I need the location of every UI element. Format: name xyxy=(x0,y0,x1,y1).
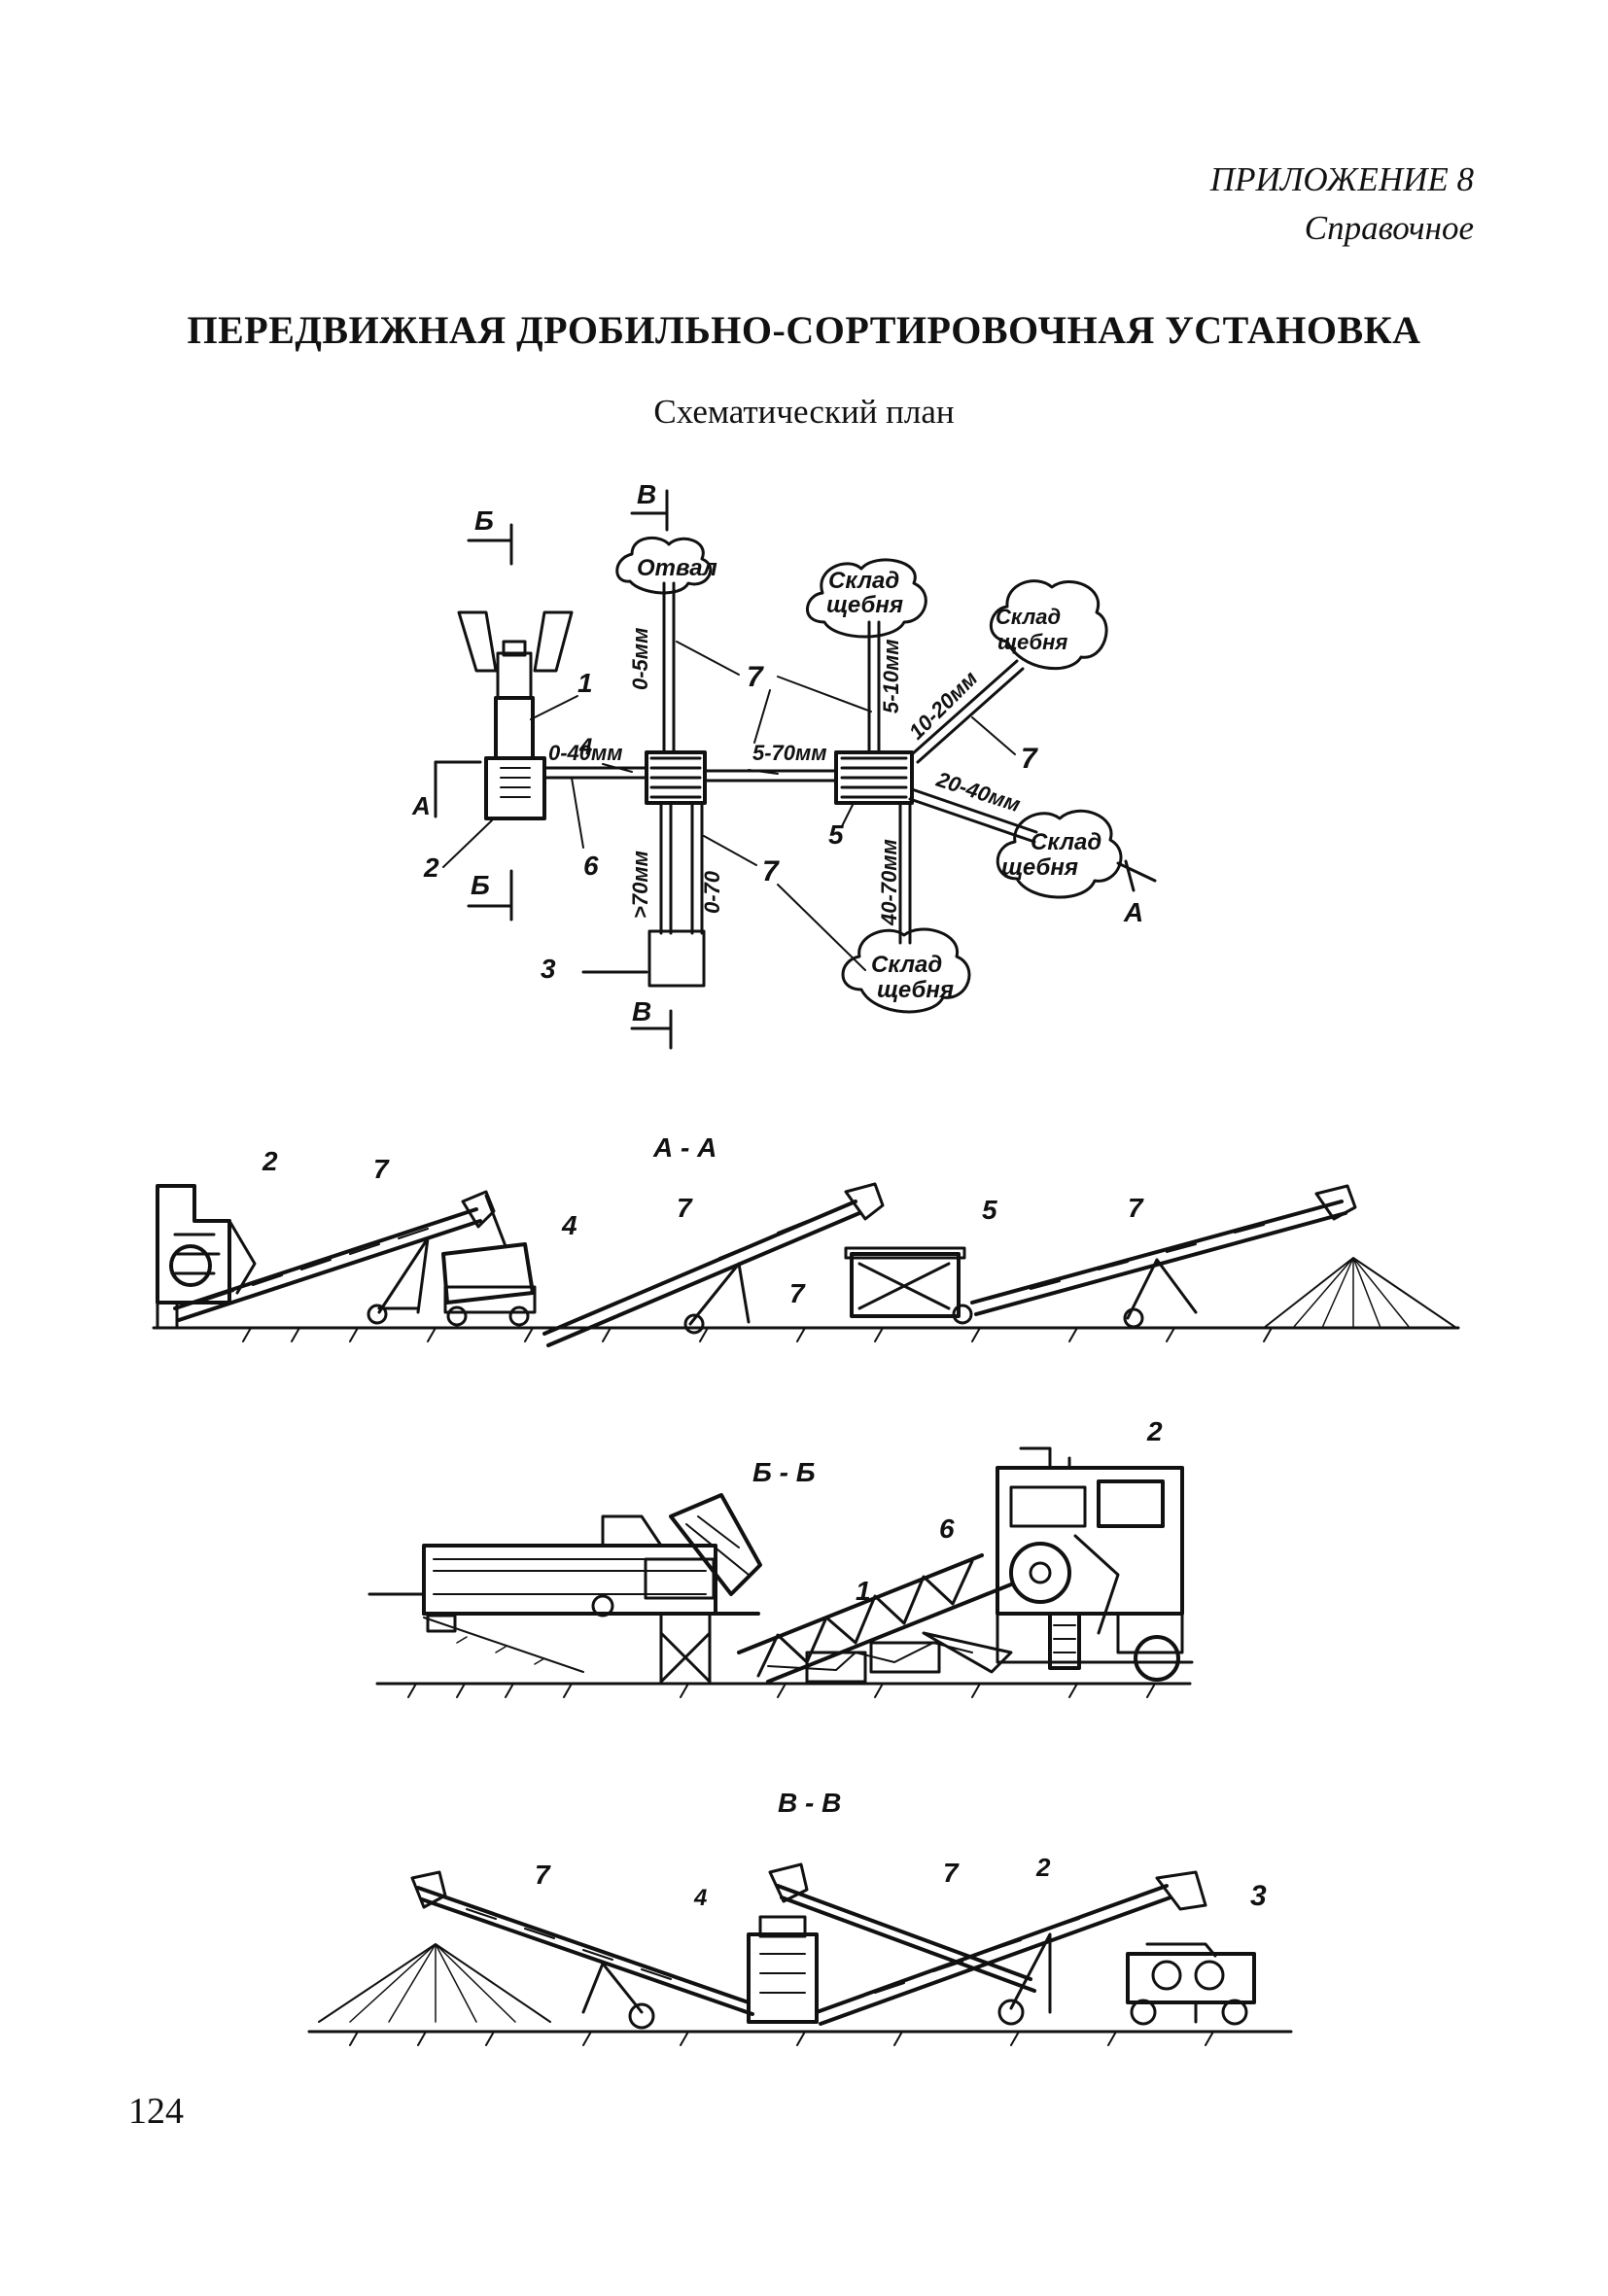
pile-store-lower-right: Склад щебня xyxy=(996,809,1123,899)
pile-store-lower-right-line1: Склад xyxy=(1031,829,1101,855)
bb-callout-2: 2 xyxy=(1146,1416,1163,1446)
bb-callout-1: 1 xyxy=(856,1576,871,1606)
appendix-type: Справочное xyxy=(1304,209,1474,247)
conveyor-40-70 xyxy=(898,801,912,945)
section-b-b-label: Б - Б xyxy=(752,1457,816,1487)
pile-store-right-line1: Склад xyxy=(996,605,1061,629)
conveyor-10-20 xyxy=(910,659,1025,764)
callout-7-right: 7 xyxy=(1021,743,1038,775)
page-number: 124 xyxy=(128,2091,184,2132)
appendix-label: ПРИЛОЖЕНИЕ 8 Справочное xyxy=(1210,156,1474,253)
aa-callout-2: 2 xyxy=(262,1146,278,1176)
fraction-0-40: 0-40мм xyxy=(548,741,623,765)
section-mark-b-top: Б xyxy=(474,505,494,536)
pile-store-lower-right-line2: щебня xyxy=(1001,854,1078,881)
callout-1: 1 xyxy=(577,668,593,698)
aa-callout-4: 4 xyxy=(561,1210,577,1240)
section-mark-a-right: А xyxy=(1123,897,1143,927)
fraction-5-10: 5-10мм xyxy=(879,639,903,713)
vv-callout-4: 4 xyxy=(693,1885,707,1911)
section-cut-b-top: Б xyxy=(467,505,513,566)
callout-2: 2 xyxy=(423,852,439,883)
fraction-0-5: 0-5мм xyxy=(628,628,652,690)
vv-callout-3: 3 xyxy=(1250,1880,1267,1912)
conveyor-5-70 xyxy=(703,769,838,783)
pile-store-top-line2: щебня xyxy=(826,592,903,618)
pile-dump-label: Отвал xyxy=(637,555,717,581)
fraction-over-70: >70мм xyxy=(628,851,652,919)
section-cut-a-left: А xyxy=(411,760,482,820)
pile-store-top: Склад щебня xyxy=(806,558,927,639)
callout-3: 3 xyxy=(541,954,556,984)
aa-callout-5: 5 xyxy=(982,1195,997,1225)
aa-callout-7a: 7 xyxy=(373,1154,390,1184)
section-b-b: Б - Б xyxy=(367,1416,1194,1698)
conveyor-0-5 xyxy=(662,581,676,754)
vv-callout-7b: 7 xyxy=(943,1858,960,1888)
section-cut-a-right: А xyxy=(1116,859,1157,927)
appendix-number: ПРИЛОЖЕНИЕ 8 xyxy=(1209,160,1474,198)
page-subtitle: Схематический план xyxy=(653,393,955,431)
feeder-hopper xyxy=(457,610,574,820)
callout-7-bottom: 7 xyxy=(762,855,780,887)
callout-5: 5 xyxy=(828,819,844,850)
section-cut-v-bottom: В xyxy=(630,996,673,1050)
section-mark-b-bottom: Б xyxy=(471,870,490,900)
vv-callout-2: 2 xyxy=(1035,1853,1051,1882)
bb-callout-6: 6 xyxy=(939,1513,955,1544)
section-v-v-label: В - В xyxy=(778,1788,841,1818)
conveyor-over-70 xyxy=(659,801,704,935)
section-mark-a-left: А xyxy=(411,791,431,820)
fraction-10-20: 10-20мм xyxy=(904,666,982,744)
section-mark-v-top: В xyxy=(637,479,656,509)
fraction-5-70: 5-70мм xyxy=(752,741,827,765)
section-v-v: В - В 7 4 7 2 xyxy=(307,1788,1293,2046)
section-a-a-label: А - А xyxy=(652,1132,717,1163)
pile-store-right-line2: щебня xyxy=(997,630,1067,654)
callout-4: 4 xyxy=(578,734,592,760)
screen-1 xyxy=(645,750,707,805)
callout-7-top: 7 xyxy=(747,661,764,693)
screen-2 xyxy=(834,750,914,805)
aa-callout-7c: 7 xyxy=(789,1278,806,1308)
section-cut-b-bottom: Б xyxy=(467,869,513,922)
pile-store-right: Склад щебня xyxy=(989,579,1108,671)
pile-store-bottom-line2: щебня xyxy=(877,977,954,1003)
page-title: ПЕРЕДВИЖНАЯ ДРОБИЛЬНО-СОРТИРОВОЧНАЯ УСТА… xyxy=(187,308,1421,352)
secondary-crusher xyxy=(647,929,706,988)
conveyor-feed xyxy=(542,763,648,780)
pile-store-bottom: Склад щебня xyxy=(841,927,971,1014)
fraction-20-40: 20-40мм xyxy=(933,767,1024,818)
pile-dump: Отвал xyxy=(615,536,717,595)
pile-store-top-line1: Склад xyxy=(828,568,899,594)
callout-6: 6 xyxy=(583,851,599,881)
aa-callout-7d: 7 xyxy=(1128,1193,1144,1223)
schematic-plan: В Б Б В А А xyxy=(411,479,1157,1050)
section-a-a: А - А xyxy=(152,1132,1460,1347)
fraction-0-70: 0-70 xyxy=(700,870,724,914)
fraction-40-70: 40-70мм xyxy=(877,839,901,926)
section-cut-v-top: В xyxy=(630,479,669,532)
vv-callout-7a: 7 xyxy=(535,1860,551,1890)
aa-callout-7b: 7 xyxy=(677,1193,693,1223)
section-mark-v-bottom: В xyxy=(632,996,651,1026)
conveyor-5-10 xyxy=(867,620,881,754)
pile-store-bottom-line1: Склад xyxy=(871,952,942,978)
